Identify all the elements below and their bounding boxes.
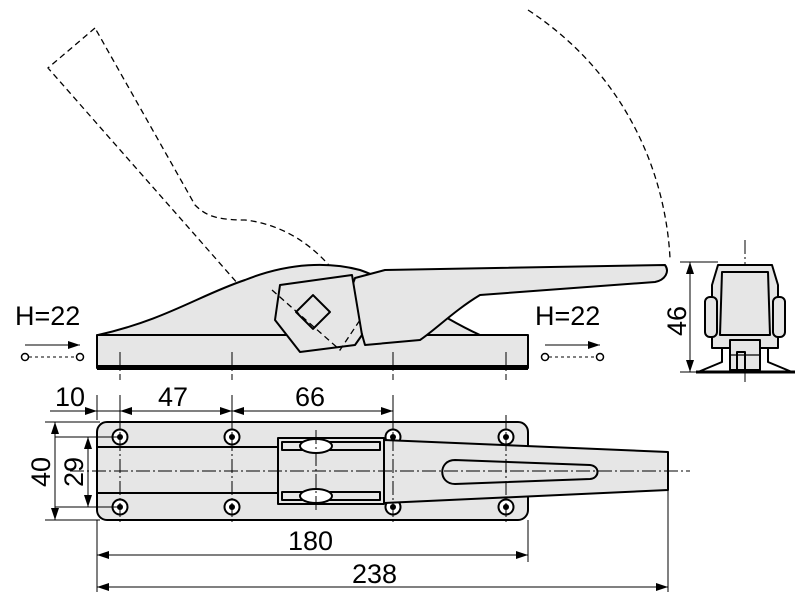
lever-slot xyxy=(441,459,599,485)
swing-arc-dashed xyxy=(527,9,671,259)
end-view xyxy=(696,240,795,382)
side-base-strip xyxy=(97,365,528,370)
dim-29: 29 xyxy=(59,457,89,487)
h22-right-dimension: H=22 xyxy=(535,301,605,362)
dim-10: 10 xyxy=(55,382,85,412)
side-lever xyxy=(349,264,668,346)
dim-66: 66 xyxy=(295,382,325,412)
width-dimensions: 40 29 xyxy=(26,421,118,521)
h22-left-dimension: H=22 xyxy=(15,301,85,362)
square-drive xyxy=(295,294,331,330)
dim-238: 238 xyxy=(352,559,397,589)
hole-spacing-dimensions: 10 47 66 xyxy=(50,382,394,420)
side-view xyxy=(47,9,671,380)
dim-46: 46 xyxy=(662,306,692,336)
top-view xyxy=(70,415,690,525)
dim-h-right: H=22 xyxy=(535,301,600,331)
height-46-dimension: 46 xyxy=(662,261,718,373)
pivot-dashed xyxy=(271,289,361,351)
dim-h-left: H=22 xyxy=(15,301,80,331)
dim-40: 40 xyxy=(26,457,56,487)
length-dimensions: 180 238 xyxy=(96,490,669,592)
dim-47: 47 xyxy=(158,382,188,412)
pivot-block xyxy=(274,274,363,353)
dim-180: 180 xyxy=(288,526,333,556)
